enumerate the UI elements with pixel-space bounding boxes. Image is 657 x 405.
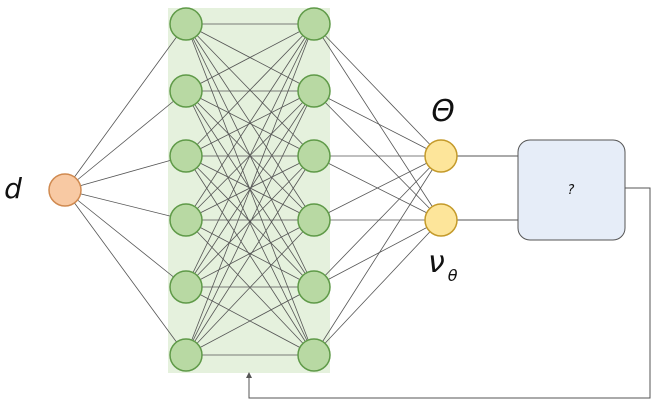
- hidden-node-l2-1: [297, 7, 331, 41]
- hidden-node-l2-3: [297, 139, 331, 173]
- output-node-theta: [424, 139, 458, 173]
- network-edge: [185, 23, 315, 356]
- network-edge: [185, 219, 315, 288]
- hidden-node-l1-5: [169, 270, 203, 304]
- hidden-node-l1-3: [169, 139, 203, 173]
- hidden-node-l2-6: [297, 338, 331, 372]
- unknown-function-label: ?: [568, 183, 575, 198]
- network-edge: [64, 23, 187, 191]
- network-edge: [185, 23, 315, 157]
- network-edge: [64, 189, 187, 356]
- hidden-node-l2-2: [297, 74, 331, 108]
- hidden-node-l2-4: [297, 203, 331, 237]
- network-edge: [64, 189, 187, 288]
- hidden-node-l1-2: [169, 74, 203, 108]
- network-edge: [185, 23, 315, 288]
- unknown-function-box: [517, 139, 626, 241]
- network-edge: [185, 155, 315, 356]
- network-edge: [64, 189, 187, 221]
- network-edge: [313, 155, 442, 288]
- network-edge: [313, 90, 442, 221]
- network-edge: [185, 23, 315, 92]
- output-nu-symbol: ν: [428, 245, 445, 280]
- network-edge: [313, 219, 442, 288]
- input-node: [48, 173, 82, 207]
- network-edge: [313, 23, 442, 221]
- network-edge: [185, 219, 315, 356]
- output-theta-label: Θ: [431, 94, 455, 129]
- network-edges: [64, 23, 442, 356]
- output-nu-subscript: θ: [448, 266, 458, 285]
- network-edge: [313, 90, 442, 157]
- output-node-nu: [424, 203, 458, 237]
- feedback-connector: [246, 187, 651, 399]
- network-edge: [185, 155, 315, 288]
- network-edge: [185, 23, 315, 221]
- network-edge: [64, 90, 187, 191]
- network-nodes: [48, 7, 458, 372]
- input-label: d: [4, 172, 22, 205]
- hidden-node-l1-6: [169, 338, 203, 372]
- network-edge: [185, 155, 315, 221]
- network-edge: [185, 90, 315, 157]
- network-edge: [313, 155, 442, 221]
- network-edge: [313, 23, 442, 157]
- network-edge: [185, 90, 315, 356]
- hidden-node-l1-4: [169, 203, 203, 237]
- hidden-node-l1-1: [169, 7, 203, 41]
- network-edge: [313, 219, 442, 356]
- network-edge: [185, 286, 315, 356]
- hidden-node-l2-5: [297, 270, 331, 304]
- network-edge: [64, 155, 187, 191]
- network-edge: [313, 155, 442, 356]
